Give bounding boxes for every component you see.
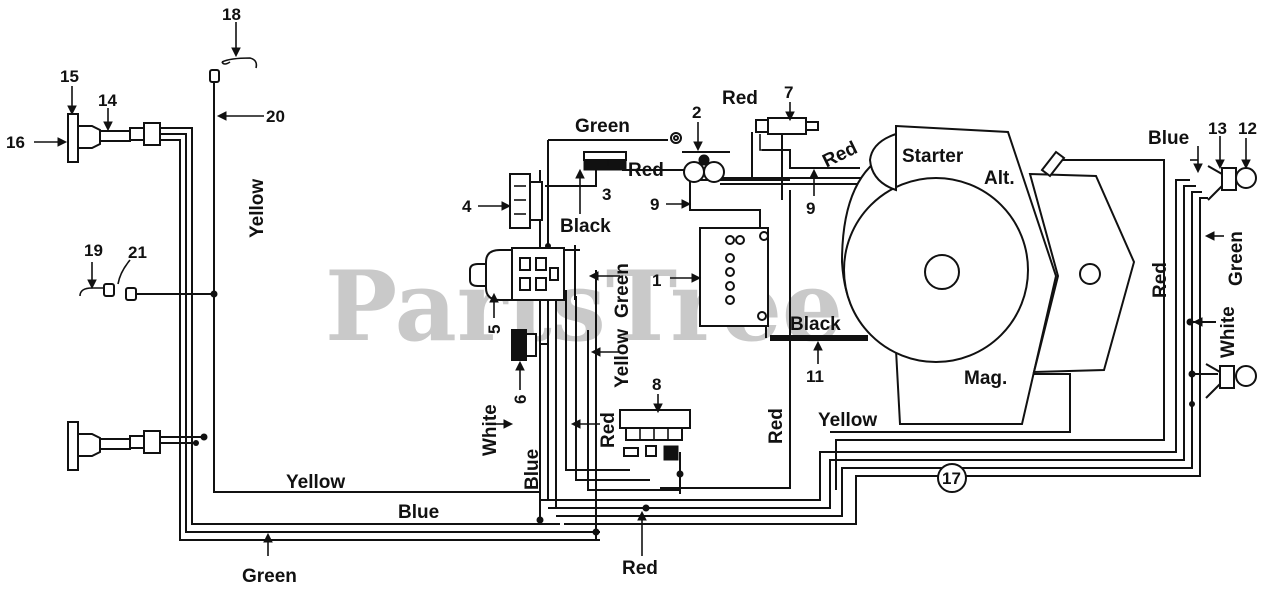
module-8 — [619, 409, 691, 461]
wire-label-green-vertical: Green — [612, 263, 633, 318]
callout-16: 16 — [6, 133, 25, 152]
ignition-switch-5 — [469, 247, 565, 301]
wire-label-white-left: White — [480, 404, 501, 456]
wire-label-yellow-vertical-2: Yellow — [612, 329, 633, 388]
wire-label-blue-vertical: Blue — [522, 449, 543, 490]
callout-12: 12 — [1238, 119, 1257, 138]
wire-labels: Green Red Red Red Black Green Yellow Yel… — [242, 88, 1247, 587]
wire-label-blue-bottom: Blue — [398, 502, 439, 523]
engine — [840, 124, 1136, 425]
fuse-holder-7 — [755, 117, 819, 151]
callout-17: 17 — [942, 469, 961, 488]
callout-21: 21 — [128, 243, 147, 262]
wire-label-blue-right: Blue — [1148, 128, 1189, 149]
connector-19-21 — [79, 283, 137, 301]
callout-8: 8 — [652, 375, 661, 394]
wire-label-red-right: Red — [1150, 262, 1171, 298]
callout-19: 19 — [84, 241, 103, 260]
switch-3 — [583, 151, 627, 171]
wire-label-yellow-vertical-1: Yellow — [247, 179, 268, 238]
callout-14: 14 — [98, 91, 117, 110]
relay-2 — [670, 132, 730, 183]
callout-4: 4 — [462, 197, 472, 216]
wire-label-black-near-3: Black — [560, 216, 611, 237]
wire-label-yellow-right: Yellow — [818, 410, 877, 431]
callout-15: 15 — [60, 67, 79, 86]
wire-label-red-near-8: Red — [598, 412, 619, 448]
wire-label-green-bottom: Green — [242, 566, 297, 587]
callout-17-circle — [937, 463, 967, 493]
battery-1 — [699, 227, 769, 327]
callout-numbers: 1 2 3 4 5 6 7 8 9 9 11 12 13 14 15 16 18… — [6, 5, 1257, 493]
callout-9-right: 9 — [806, 199, 815, 218]
wire-label-yellow-bottom: Yellow — [286, 472, 345, 493]
junctions — [193, 243, 1196, 536]
headlight-bottom-left — [67, 421, 161, 471]
connector-18 — [209, 57, 258, 83]
wire-label-red-near-2: Red — [628, 160, 664, 181]
taillight-bottom-right — [1205, 363, 1257, 399]
callout-2: 2 — [692, 103, 701, 122]
engine-label-mag: Mag. — [964, 368, 1007, 389]
engine-label-alt: Alt. — [984, 168, 1015, 189]
wire-label-green-right: Green — [1226, 231, 1247, 286]
wire-label-black-11: Black — [790, 314, 841, 335]
callout-5: 5 — [485, 325, 504, 334]
callout-20: 20 — [266, 107, 285, 126]
callout-6: 6 — [511, 395, 530, 404]
callout-7: 7 — [784, 83, 793, 102]
wire-label-red-bottom: Red — [622, 558, 658, 579]
engine-label-starter: Starter — [902, 146, 964, 167]
callout-leaders — [34, 22, 1251, 556]
taillight-top-right — [1207, 165, 1257, 201]
solenoid-4 — [509, 173, 543, 229]
headlight-top-left — [67, 113, 161, 163]
callout-13: 13 — [1208, 119, 1227, 138]
callout-3: 3 — [602, 185, 611, 204]
callout-1: 1 — [652, 271, 661, 290]
seat-switch-6 — [511, 329, 537, 361]
wire-label-green-top: Green — [575, 116, 630, 137]
engine-labels: Starter Alt. Mag. — [902, 146, 1015, 389]
wire-label-white-right: White — [1218, 306, 1239, 358]
wire-label-red-center: Red — [766, 408, 787, 444]
callout-11: 11 — [806, 367, 824, 386]
callout-9-left: 9 — [650, 195, 659, 214]
callout-18: 18 — [222, 5, 241, 24]
wire-label-red-top-7: Red — [722, 88, 758, 109]
